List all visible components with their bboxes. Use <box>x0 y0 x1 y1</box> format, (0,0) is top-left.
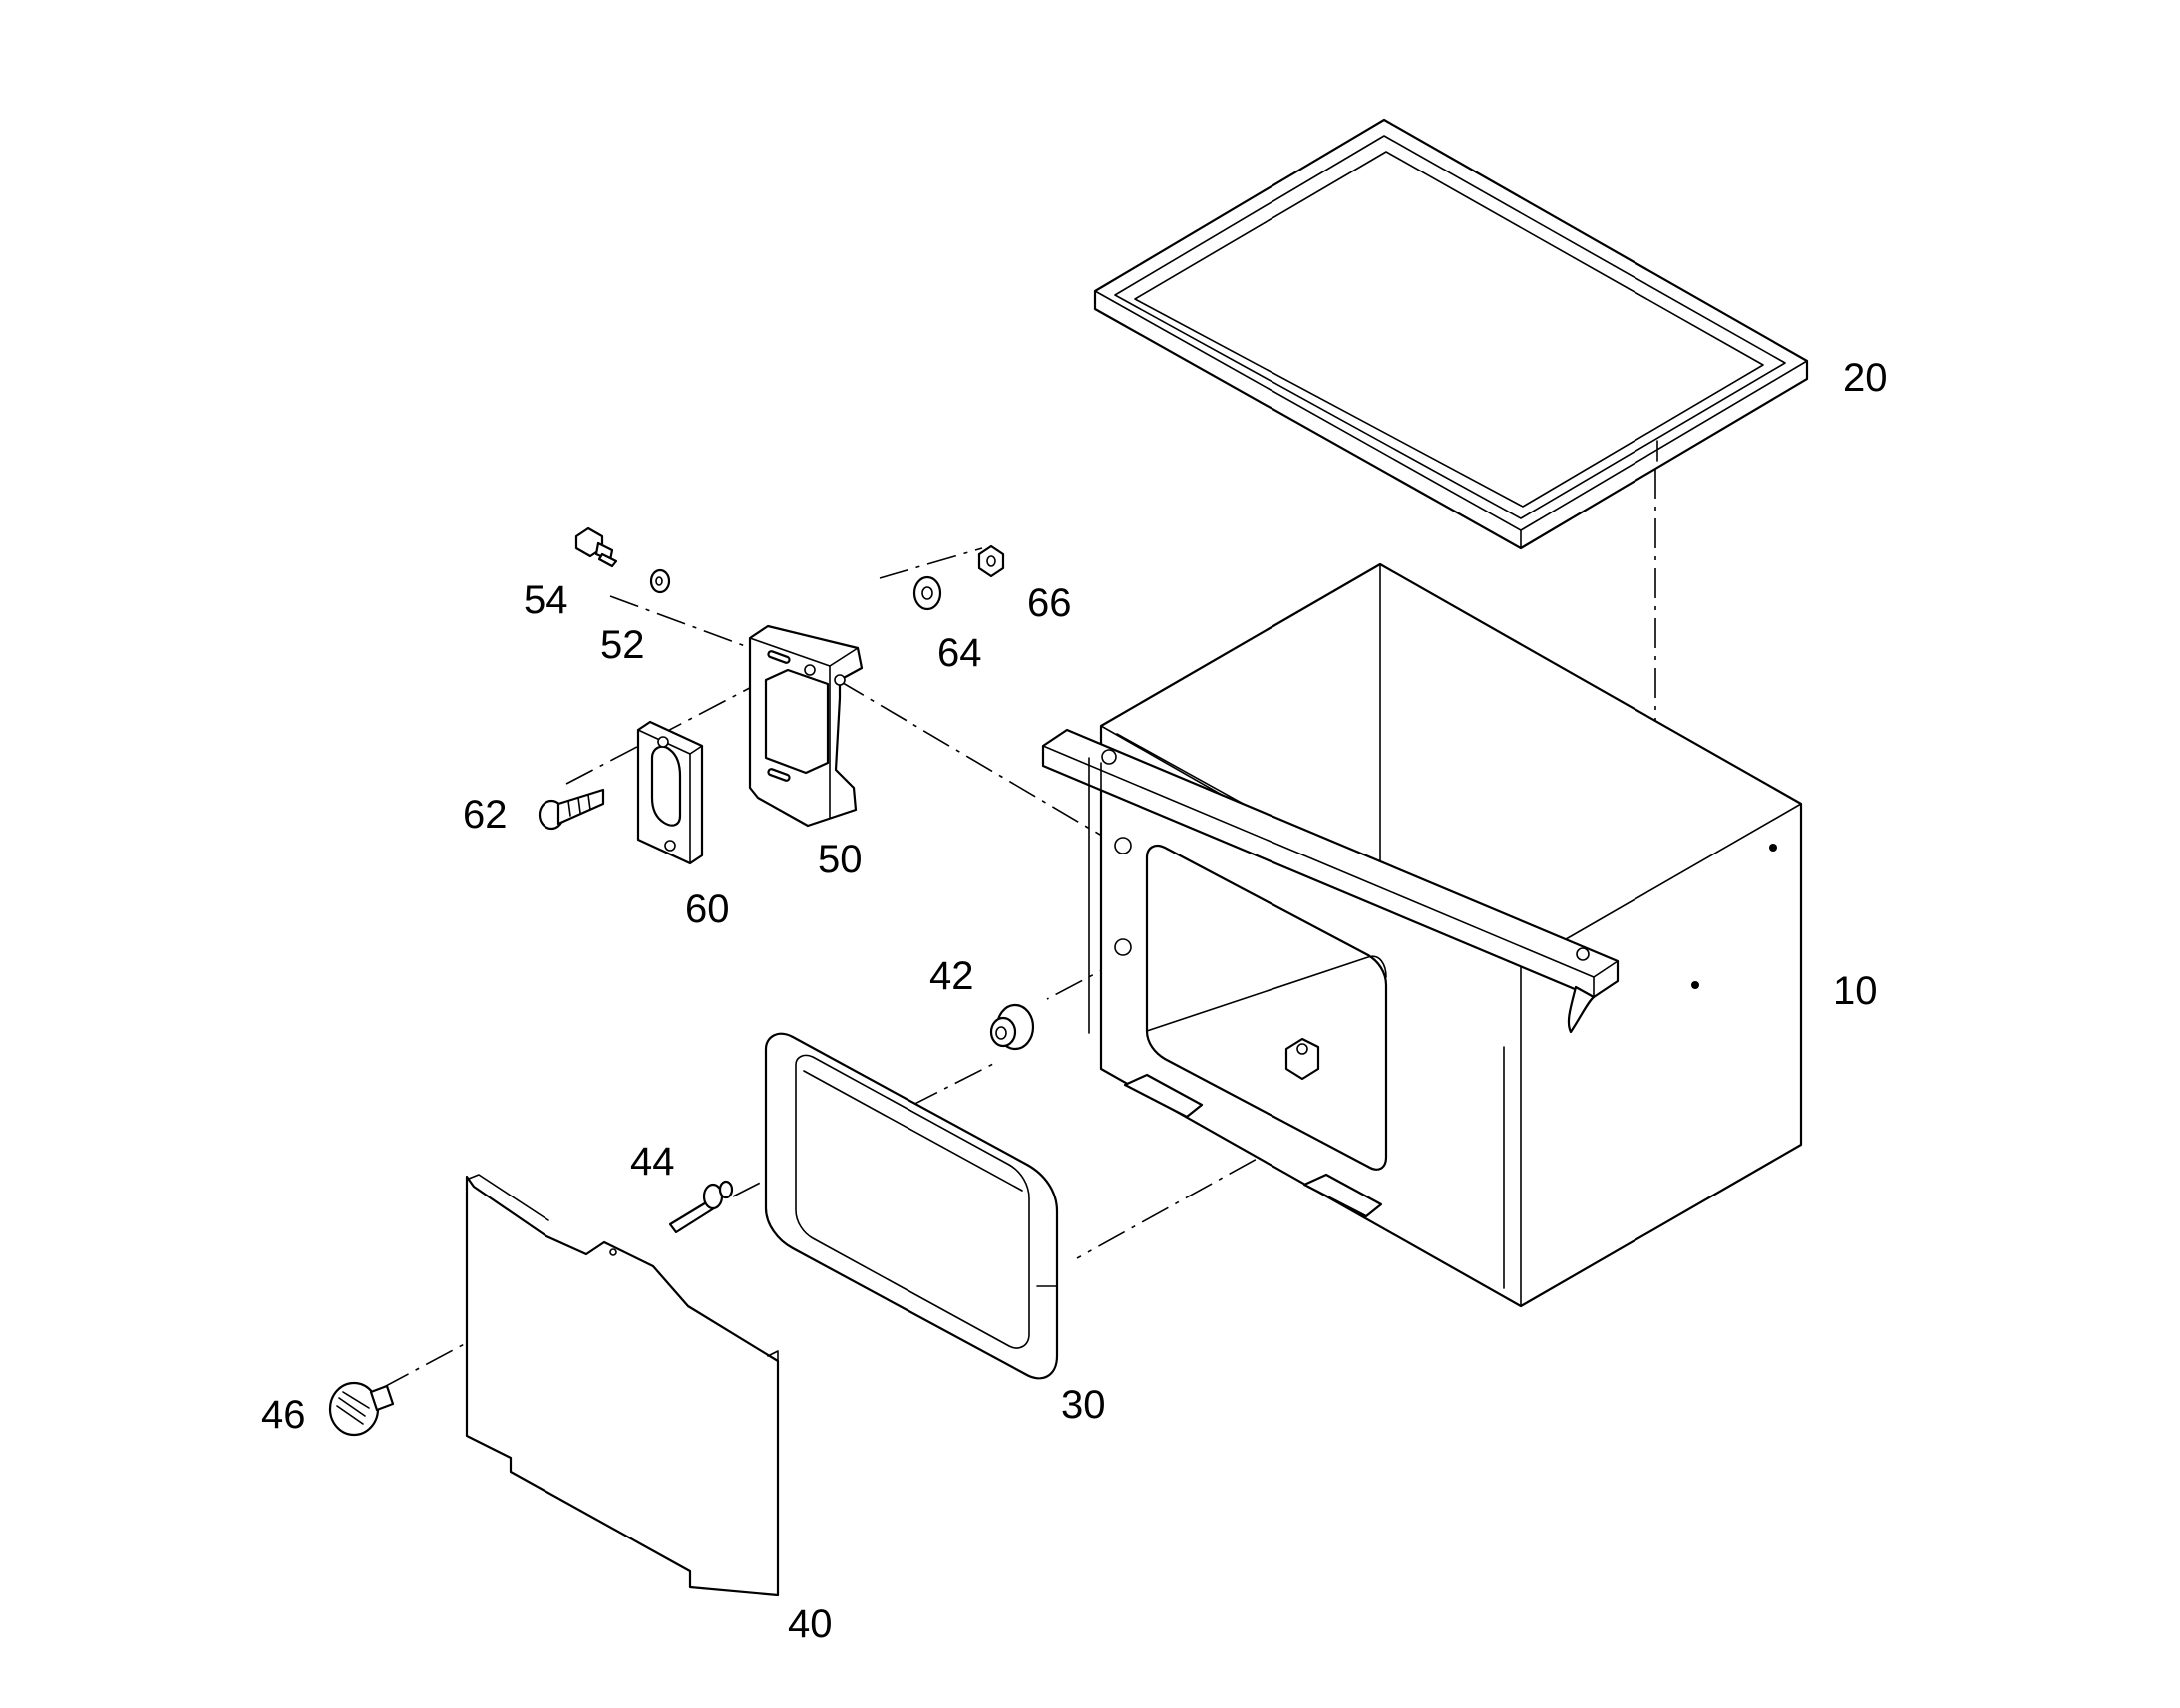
callout-66: 66 <box>1027 581 1072 625</box>
callout-40: 40 <box>788 1602 833 1646</box>
part-40-cover-plate <box>465 1174 780 1597</box>
callout-64: 64 <box>937 631 982 675</box>
callout-20: 20 <box>1843 356 1888 400</box>
callout-54: 54 <box>524 578 568 622</box>
part-60-latch <box>636 720 704 865</box>
part-64-washer <box>912 575 942 611</box>
part-20-lid-frame <box>1093 118 1809 550</box>
callout-62: 62 <box>463 793 508 837</box>
part-50-bracket <box>748 624 864 828</box>
part-54-bolt <box>574 526 618 568</box>
callout-10: 10 <box>1833 969 1878 1013</box>
callout-46: 46 <box>261 1393 306 1437</box>
callout-labels: 10 20 30 40 42 44 46 50 52 54 60 62 64 6… <box>261 356 1888 1646</box>
part-46-thumb-screw <box>328 1381 395 1437</box>
part-30-window-gasket <box>764 1032 1059 1380</box>
callout-60: 60 <box>685 887 730 931</box>
part-52-washer <box>649 568 671 594</box>
part-44-stud <box>668 1180 734 1234</box>
callout-30: 30 <box>1061 1383 1106 1427</box>
part-10-enclosure-box <box>1041 562 1803 1308</box>
part-66-nut <box>977 544 1005 578</box>
callout-44: 44 <box>630 1140 675 1184</box>
callout-42: 42 <box>929 954 974 998</box>
part-62-bolt <box>538 788 605 831</box>
callout-50: 50 <box>818 838 863 881</box>
callout-52: 52 <box>600 623 645 667</box>
part-42-grommet <box>989 1003 1035 1051</box>
